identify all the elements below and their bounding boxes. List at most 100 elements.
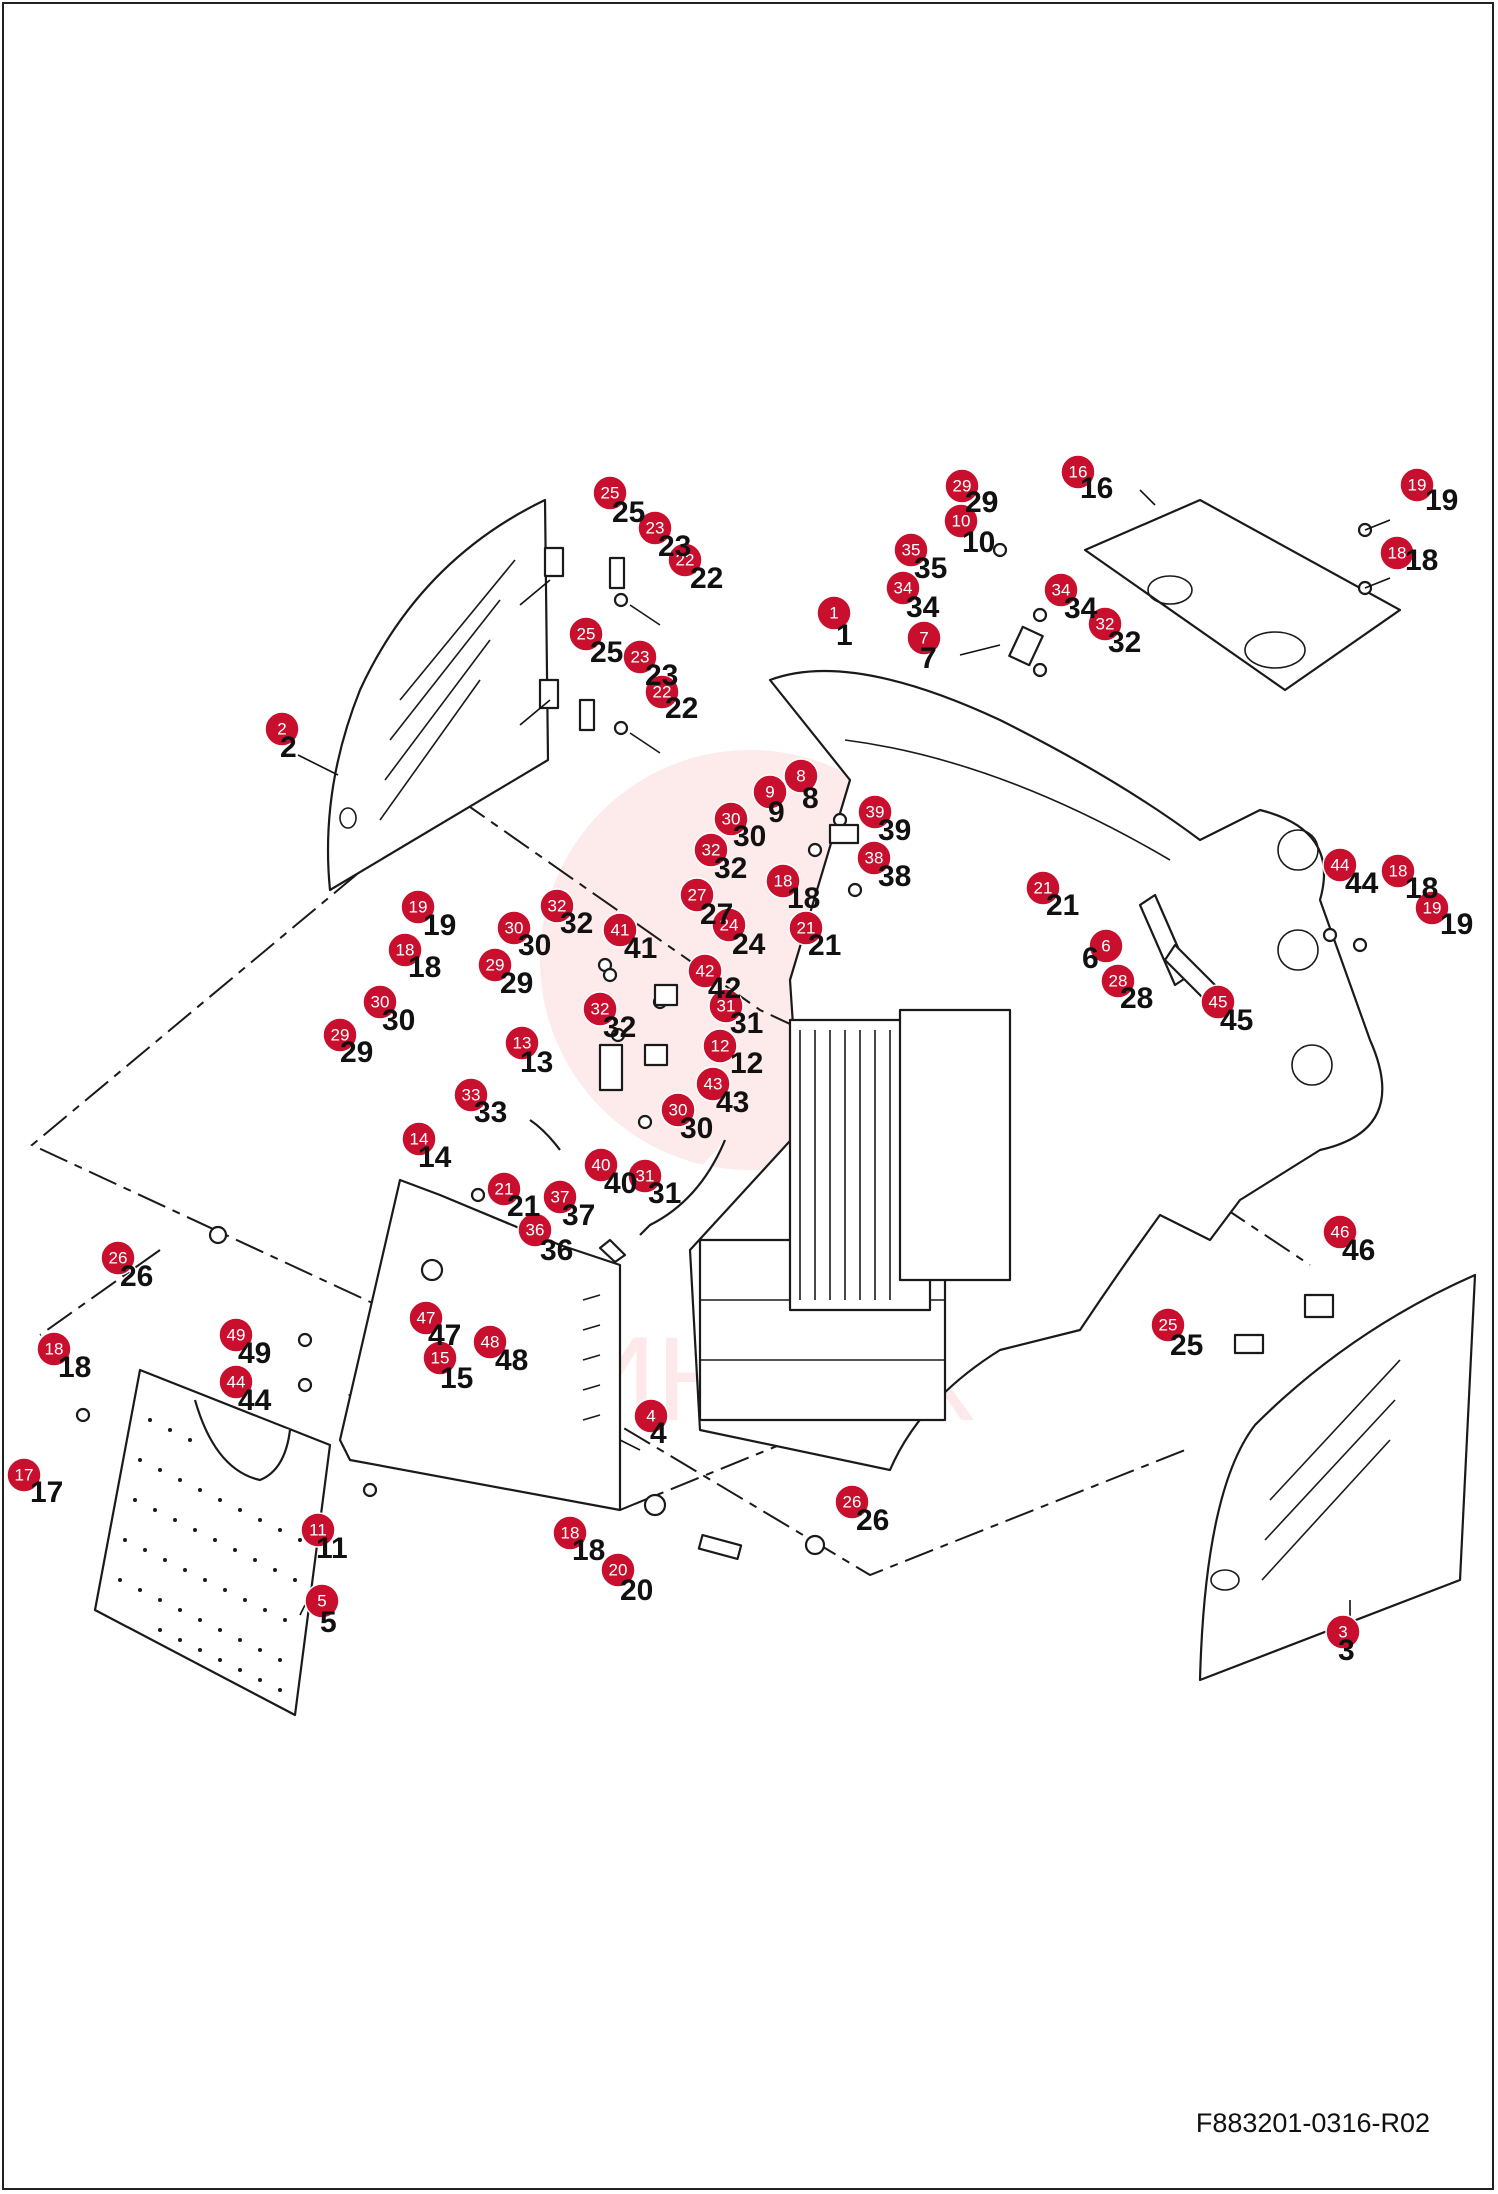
- part-number-label: 15: [440, 1362, 473, 1395]
- callout-circle: [568, 616, 604, 652]
- callout-number: 23: [646, 519, 665, 538]
- callout-number: 25: [1159, 1316, 1178, 1335]
- part-number-label: 3: [1338, 1634, 1355, 1667]
- callout-circle: [702, 1028, 738, 1064]
- callout-number: 49: [227, 1326, 246, 1345]
- callout-bubble: 19: [400, 889, 436, 925]
- callout-circle: [504, 1025, 540, 1061]
- callout-circle: [637, 510, 673, 546]
- part-number-label: 7: [920, 642, 937, 675]
- callout-circle: [582, 991, 618, 1027]
- callout-number: 26: [843, 1493, 862, 1512]
- callout-number: 30: [722, 810, 741, 829]
- callout-number: 18: [774, 872, 793, 891]
- part-number-label: 21: [1046, 889, 1079, 922]
- callout-circle: [218, 1364, 254, 1400]
- callout-circle: [600, 1552, 636, 1588]
- callout-bubble: 37: [542, 1179, 578, 1215]
- callout-number: 18: [396, 941, 415, 960]
- part-number-label: 30: [680, 1112, 713, 1145]
- callout-circle: [667, 542, 703, 578]
- part-number-label: 6: [1082, 942, 1099, 975]
- callout-circle: [660, 1092, 696, 1128]
- callout-circle: [100, 1240, 136, 1276]
- callout-circle: [816, 595, 852, 631]
- callout-circle: [400, 889, 436, 925]
- part-number-label: 8: [802, 782, 819, 815]
- callout-circle: [1322, 1214, 1358, 1250]
- callout-circle: [422, 1340, 458, 1376]
- callout-circle: [711, 907, 747, 943]
- callout-circle: [36, 1331, 72, 1367]
- label-layer: 1234567891011121314151617181818181818191…: [30, 472, 1473, 1667]
- callout-bubble: 22: [667, 542, 703, 578]
- callout-circle: [856, 840, 892, 876]
- part-number-label: 10: [962, 526, 995, 559]
- callout-number: 28: [1109, 972, 1128, 991]
- callout-number: 19: [409, 898, 428, 917]
- callout-circle: [857, 794, 893, 830]
- callout-bubble: 29: [322, 1017, 358, 1053]
- callout-number: 15: [431, 1349, 450, 1368]
- callout-bubble: 21: [1025, 870, 1061, 906]
- perforation-dots: [118, 1418, 302, 1692]
- callout-circle: [943, 503, 979, 539]
- callout-number: 16: [1069, 463, 1088, 482]
- callout-bubble: 32: [582, 991, 618, 1027]
- callout-circle: [264, 711, 300, 747]
- part-number-label: 25: [1170, 1329, 1203, 1362]
- callout-bubble: 33: [453, 1077, 489, 1113]
- callout-circle: [906, 620, 942, 656]
- part-number-label: 4: [650, 1417, 667, 1450]
- callout-number: 8: [796, 767, 805, 786]
- part-number-label: 39: [878, 814, 911, 847]
- callout-circle: [679, 877, 715, 913]
- part-number-label: 24: [732, 928, 766, 961]
- part-number-label: 18: [1405, 872, 1438, 905]
- callout-circle: [486, 1171, 522, 1207]
- callout-bubble: 18: [1380, 853, 1416, 889]
- callout-circle: [362, 984, 398, 1020]
- callout-circle: [1322, 847, 1358, 883]
- part-number-label: 32: [603, 1011, 636, 1044]
- callout-bubble: 6: [1088, 928, 1124, 964]
- callout-circle: [1414, 890, 1450, 926]
- callout-bubble: 13: [504, 1025, 540, 1061]
- callout-number: 47: [417, 1309, 436, 1328]
- callout-bubble: 45: [1200, 984, 1236, 1020]
- fasteners: [75, 522, 1373, 1561]
- drawing-code: F883201-0316-R02: [1195, 2108, 1430, 2138]
- part-number-label: 21: [808, 929, 841, 962]
- callout-bubble: 29: [477, 947, 513, 983]
- callout-bubble: 38: [856, 840, 892, 876]
- part-number-label: 34: [1064, 592, 1098, 625]
- callout-number: 37: [551, 1188, 570, 1207]
- callout-circle: [1060, 454, 1096, 490]
- callout-circle: [1088, 928, 1124, 964]
- part-number-label: 21: [507, 1190, 540, 1223]
- callout-bubble: 26: [100, 1240, 136, 1276]
- callout-number: 18: [561, 1524, 580, 1543]
- callout-circle: [1043, 572, 1079, 608]
- part-number-label: 41: [624, 932, 657, 965]
- callout-circle: [1325, 1614, 1361, 1650]
- callout-number: 32: [1096, 615, 1115, 634]
- callout-number: 21: [1034, 879, 1053, 898]
- callout-bubble: 19: [1414, 890, 1450, 926]
- part-number-label: 28: [1120, 982, 1153, 1015]
- callout-circle: [783, 758, 819, 794]
- callout-circle: [695, 1066, 731, 1102]
- part-number-label: 18: [572, 1534, 605, 1567]
- callout-circle: [387, 932, 423, 968]
- callout-bubble: 10: [943, 503, 979, 539]
- part-number-label: 31: [648, 1177, 681, 1210]
- callout-number: 9: [765, 783, 774, 802]
- part-number-label: 2: [280, 731, 297, 764]
- callout-number: 29: [331, 1026, 350, 1045]
- part-number-label: 25: [612, 496, 645, 529]
- radiator-core: [788, 1008, 1012, 1312]
- callout-number: 25: [601, 484, 620, 503]
- callout-bubble: 32: [539, 888, 575, 924]
- callout-circle: [622, 639, 658, 675]
- callout-number: 34: [894, 579, 913, 598]
